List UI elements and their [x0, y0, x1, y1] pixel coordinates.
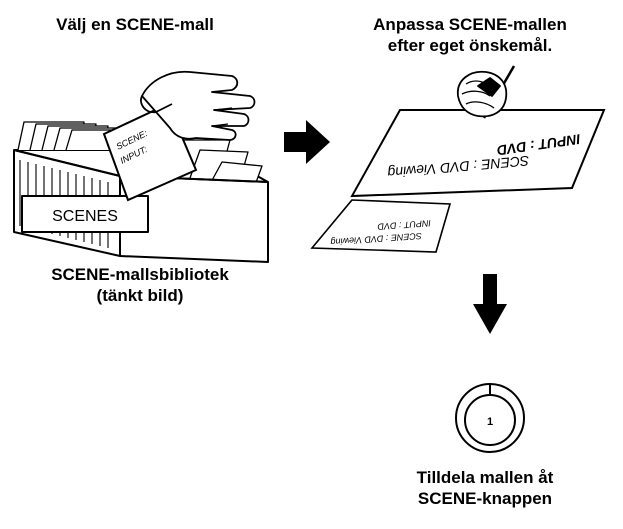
- large-card: SCENE : DVD Viewing INPUT : DVD: [350, 109, 606, 198]
- scene-button-number: 1: [487, 416, 493, 428]
- caption-choose-template: Välj en SCENE-mall: [20, 14, 250, 35]
- pen-hand-icon: [457, 65, 516, 119]
- caption-library-line1: SCENE-mallsbibliotek: [51, 265, 229, 284]
- caption-assign-line2: SCENE-knappen: [417, 489, 553, 508]
- caption-customize-line2: efter eget önskemål.: [387, 36, 553, 55]
- scenes-box: [13, 121, 269, 263]
- scene-button-icon: [455, 383, 525, 453]
- hand-icon: [140, 70, 256, 141]
- caption-assign-template: Tilldela mallen åt SCENE-knappen: [360, 467, 610, 509]
- caption-customize-template: Anpassa SCENE-mallen efter eget önskemål…: [330, 14, 610, 56]
- small-card-line2: INPUT : DVD: [377, 218, 432, 232]
- caption-customize-line1: Anpassa SCENE-mallen: [373, 15, 567, 34]
- scenes-box-label: SCENES: [52, 208, 118, 225]
- caption-library-line2: (tänkt bild): [96, 286, 184, 305]
- caption-template-library: SCENE-mallsbibliotek (tänkt bild): [10, 264, 270, 306]
- arrow-right-icon: [284, 120, 330, 164]
- arrow-down-icon: [473, 274, 507, 334]
- small-card: SCENE : DVD Viewing INPUT : DVD: [310, 199, 452, 253]
- caption-choose-template-text: Välj en SCENE-mall: [56, 15, 214, 34]
- caption-assign-line1: Tilldela mallen åt: [416, 468, 554, 487]
